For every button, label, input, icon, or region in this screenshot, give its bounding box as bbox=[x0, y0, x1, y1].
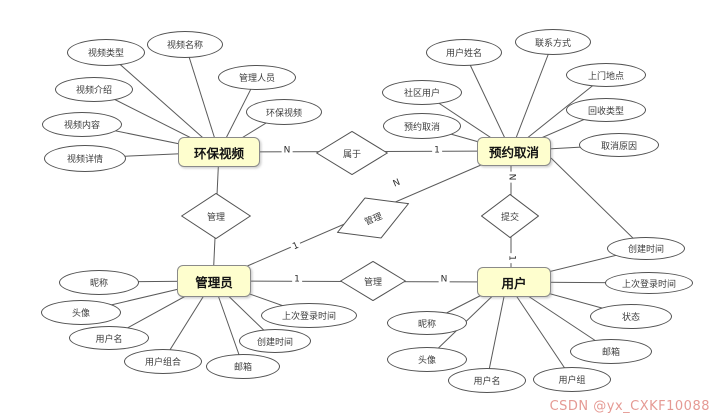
attr-ellipse-shipin-neirong: 视频内容 bbox=[42, 112, 122, 137]
attr-ellipse-shipin-jieshao: 视频介绍 bbox=[55, 77, 133, 102]
relationship-tijiao: 提交 bbox=[481, 194, 539, 238]
attr-ellipse-user-nicheng: 昵称 bbox=[387, 311, 467, 335]
relationship-guanli-video-label: 管理 bbox=[206, 212, 225, 223]
attr-ellipse-admin-nicheng: 昵称 bbox=[59, 270, 139, 295]
relationship-shuyu-label: 属于 bbox=[342, 149, 361, 160]
entity-guanliyuan: 管理员 bbox=[177, 265, 251, 297]
attr-ellipse-shangmen-didian: 上门地点 bbox=[566, 63, 646, 87]
cardinality-guanli-user-1: 1 bbox=[292, 274, 302, 285]
cardinality-tijiao-1: 1 bbox=[506, 253, 517, 263]
attr-ellipse-shequ-yonghu: 社区用户 bbox=[382, 80, 462, 105]
attr-ellipse-user-shangci-denglu: 上次登录时间 bbox=[605, 272, 693, 294]
attr-ellipse-user-zhuangtai: 状态 bbox=[590, 304, 672, 329]
attr-ellipse-user-touxiang: 头像 bbox=[387, 347, 467, 372]
attr-ellipse-user-yonghuming: 用户名 bbox=[448, 368, 526, 393]
attr-ellipse-user-chuangjian: 创建时间 bbox=[607, 237, 685, 260]
entity-yuyue-quxiao: 预约取消 bbox=[477, 137, 551, 166]
attr-ellipse-lianxi-fangshi: 联系方式 bbox=[515, 29, 591, 55]
cardinality-shuyu-1: 1 bbox=[432, 145, 442, 156]
attr-ellipse-huishou-leixing: 回收类型 bbox=[566, 98, 646, 122]
attr-ellipse-yonghu-xingming: 用户姓名 bbox=[426, 39, 502, 66]
cardinality-guanli-user-n: N bbox=[438, 274, 450, 285]
relationship-tijiao-label: 提交 bbox=[500, 212, 519, 223]
relationship-shuyu: 属于 bbox=[316, 131, 388, 175]
entity-huanbao-shipin: 环保视频 bbox=[178, 137, 260, 167]
cardinality-tijiao-n: N bbox=[506, 171, 517, 183]
relationship-guanli-user: 管理 bbox=[340, 261, 406, 301]
attr-ellipse-quxiao-yuanyin: 取消原因 bbox=[579, 133, 659, 157]
attr-ellipse-shipin-mingcheng: 视频名称 bbox=[147, 31, 223, 58]
attr-ellipse-user-yonghuzu: 用户组 bbox=[533, 367, 611, 392]
attr-ellipse-admin-chuangjian: 创建时间 bbox=[239, 329, 311, 353]
attr-ellipse-guanli-renyuan: 管理人员 bbox=[218, 65, 296, 90]
attr-ellipse-huanbao-shipin: 环保视频 bbox=[246, 99, 322, 125]
attr-ellipse-shipin-leixing: 视频类型 bbox=[67, 39, 145, 66]
attr-ellipse-yuyue-quxiao: 预约取消 bbox=[383, 113, 461, 139]
csdn-watermark: CSDN @yx_CXKF10088 bbox=[549, 399, 710, 414]
entity-yonghu: 用户 bbox=[477, 267, 551, 297]
attr-ellipse-user-youxiang: 邮箱 bbox=[570, 339, 652, 364]
attr-ellipse-shipin-xiangqing: 视频详情 bbox=[44, 145, 126, 172]
attr-ellipse-admin-youxiang: 邮箱 bbox=[206, 354, 280, 379]
relationship-guanli-yuyue: 管理 bbox=[329, 183, 418, 253]
attr-ellipse-admin-yonghu-zuhe: 用户组合 bbox=[124, 349, 202, 374]
cardinality-shuyu-n: N bbox=[281, 145, 293, 156]
attr-ellipse-admin-shangci-denglu: 上次登录时间 bbox=[261, 303, 357, 328]
relationship-guanli-user-label: 管理 bbox=[363, 277, 382, 288]
attr-ellipse-admin-yonghuming: 用户名 bbox=[69, 326, 149, 350]
attr-ellipse-admin-touxiang: 头像 bbox=[41, 300, 121, 325]
relationship-guanli-video: 管理 bbox=[181, 193, 251, 239]
